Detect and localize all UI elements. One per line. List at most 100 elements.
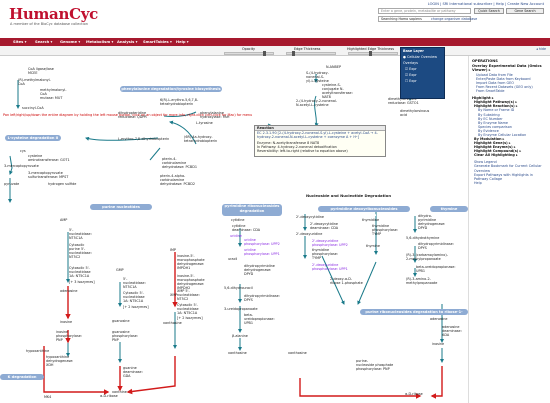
node-deoxyuridine[interactable]: 2'-deoxyuridine — [296, 232, 323, 236]
node-tyrosine[interactable]: L-tyrosine — [196, 121, 213, 125]
node-uracil[interactable]: uracil — [228, 257, 238, 261]
node-cys[interactable]: cys — [20, 149, 26, 153]
opacity-slider-handle[interactable] — [263, 51, 266, 56]
node-cytidine[interactable]: cytidine — [231, 218, 245, 222]
edge-thickness-slider-handle[interactable] — [292, 51, 295, 56]
highlight-menu-item[interactable]: Highlight Pathway(s) ▸ — [474, 100, 518, 105]
node-xmp-isozymes[interactable]: [+ 2 isozymes] — [177, 316, 203, 320]
highlight-menu-item[interactable]: Highlight Enzyme(s) ▸ — [474, 145, 516, 150]
account-links[interactable]: LOGIN | SRI International subscriber | H… — [427, 2, 544, 6]
menu-metabolism[interactable]: Metabolism ▾ — [86, 40, 114, 44]
node-nt5c1a-amp[interactable]: 5'-nucleotidase:NT5C1A — [69, 228, 92, 240]
node-dihydrobiopterin[interactable]: L-erythro-7,8-dihydrobiopterin — [118, 137, 170, 141]
menu-genome[interactable]: Genome ▾ — [60, 40, 81, 44]
node-ureidopropanoate[interactable]: 3-ureidopropanoate — [224, 307, 258, 311]
node-beta-alanine[interactable]: β-alanine — [232, 334, 248, 338]
node-imp[interactable]: IMP — [170, 248, 176, 252]
tooltip-reaction[interactable]: EC 2.3.1.90 [2-(4-hydroxy-2-nonenal-S-yl… — [257, 131, 378, 139]
node-xanthosine[interactable]: xanthosine — [163, 321, 182, 325]
node-upb1[interactable]: beta-ureidopropionase:UPB1 — [244, 313, 275, 325]
pathway-pyrimidine-deoxy-label[interactable]: pyrimidine deoxyribonucleosides degradat… — [318, 206, 410, 217]
hide-panel-link[interactable]: ◂ hide — [536, 47, 546, 51]
opacity-slider[interactable] — [224, 51, 274, 56]
node-upb1-thymine[interactable]: beta-ureidopropionase:UPB1 — [416, 265, 456, 273]
node-thymine[interactable]: thymine — [366, 244, 380, 248]
pathway-k-degradation-label[interactable]: K degradation — [0, 374, 44, 380]
cellular-overview-canvas[interactable]: Pan left/right/up/down the entire diagra… — [0, 56, 468, 403]
node-methylmalonyl-coa[interactable]: (R)-methylmalonyl-CoA — [18, 78, 51, 86]
node-deoxyribose-1p[interactable]: 2-deoxy-α-D-ribose 1-phosphate — [330, 277, 363, 285]
node-dpys-thymine[interactable]: dihydropyrimidinase:DPYS — [418, 242, 454, 250]
highlighted-edge-slider-handle[interactable] — [369, 51, 372, 56]
overlay-data-title[interactable]: Overlay Experimental Data (Omics Viewer)… — [472, 64, 542, 72]
node-ribose-2[interactable]: α-D-ribose — [100, 394, 118, 398]
overlay-menu-item[interactable]: Enter/Paste Data from Keyboard — [476, 76, 531, 81]
node-nt5c1a-gmp[interactable]: 5'-nucleotidase:NT5C1A — [123, 277, 146, 289]
overlay-menu-item[interactable]: Import Data from GEO — [476, 81, 514, 86]
overlay-option-3[interactable]: ☐ Expr — [405, 79, 417, 83]
overlay-menu-item[interactable]: Upload Data from File — [476, 72, 513, 77]
node-dihydrouracil[interactable]: 5,6-dihydrouracil — [224, 286, 253, 290]
pathway-cysteine-label[interactable]: L-cysteine degradation II — [5, 135, 61, 141]
node-guanosine[interactable]: guanosine — [112, 319, 130, 323]
highlight-menu-item[interactable]: Highlight Compound(s) ▸ — [474, 149, 522, 154]
menu-search[interactable]: Search ▾ — [35, 40, 53, 44]
node-succinyl-coa[interactable]: succinyl-CoA — [22, 106, 44, 110]
pathway-purine-ribo-label[interactable]: purine ribonucleosides degradation to ri… — [360, 309, 468, 320]
node-xanthosine-ribo[interactable]: xanthosine — [288, 351, 307, 355]
highlight-menu-item[interactable]: Highlight Reaction(s) ▸ — [474, 104, 518, 109]
edge-thickness-slider[interactable] — [286, 51, 336, 56]
node-inosine[interactable]: inosine — [60, 320, 73, 324]
highlight-menu-item[interactable]: Species comparison — [478, 124, 512, 129]
highlight-menu-item[interactable]: By Enzyme Name — [478, 120, 508, 125]
node-nat8[interactable]: cysteine-S-conjugate N-acetyltransferase… — [322, 83, 353, 99]
highlight-menu-item[interactable]: By EC Number — [478, 116, 503, 121]
operation-menu-item[interactable]: Generate Bookmark for Current Cellular O… — [474, 164, 542, 173]
node-hne-cysteine[interactable]: S-(4-hydroxy-nonenal-S-yl)-L-cysteine — [306, 71, 329, 83]
node-xanthine[interactable]: xanthine — [112, 390, 127, 394]
pathway-purine-degradation-label[interactable]: purine nucleotides degradation — [90, 204, 152, 215]
menu-help[interactable]: Help ▾ — [176, 40, 189, 44]
node-pyruvate[interactable]: pyruvate — [4, 182, 20, 186]
node-gmp[interactable]: GMP — [116, 268, 124, 272]
node-deoxycytidine[interactable]: 2'-deoxycytidine — [296, 215, 325, 219]
node-amp[interactable]: AMP — [60, 218, 68, 222]
node-n-anbep[interactable]: N-ANBEP — [326, 65, 342, 69]
node-inosine-ribo[interactable]: inosine — [432, 342, 445, 346]
gene-search-button[interactable]: Gene Search — [506, 8, 544, 14]
node-ribose[interactable]: α-D-ribose — [405, 392, 423, 396]
highlight-menu-item[interactable]: Highlight Gene(s) ▸ — [474, 141, 511, 146]
node-dpys[interactable]: dihydropyrimidinase:DPYS — [244, 294, 280, 302]
node-xmp[interactable]: XMP — [170, 293, 178, 297]
overlay-menu-item[interactable]: From Recent Datasets (GEO only) — [476, 85, 533, 90]
pathway-phenylalanine-label[interactable]: phenylalanine degradation/tyrosine biosy… — [120, 86, 222, 92]
highlight-menu-item[interactable]: Clear All Highlighting ▸ — [474, 153, 518, 158]
highlight-menu-item[interactable]: By Modulation ▸ — [474, 137, 505, 141]
node-3-mercaptopyruvate[interactable]: 3-mercaptopyruvate — [4, 164, 39, 168]
operation-menu-item[interactable]: Show Legend — [474, 160, 497, 165]
highlight-menu-item[interactable]: By Evidence — [478, 128, 499, 133]
